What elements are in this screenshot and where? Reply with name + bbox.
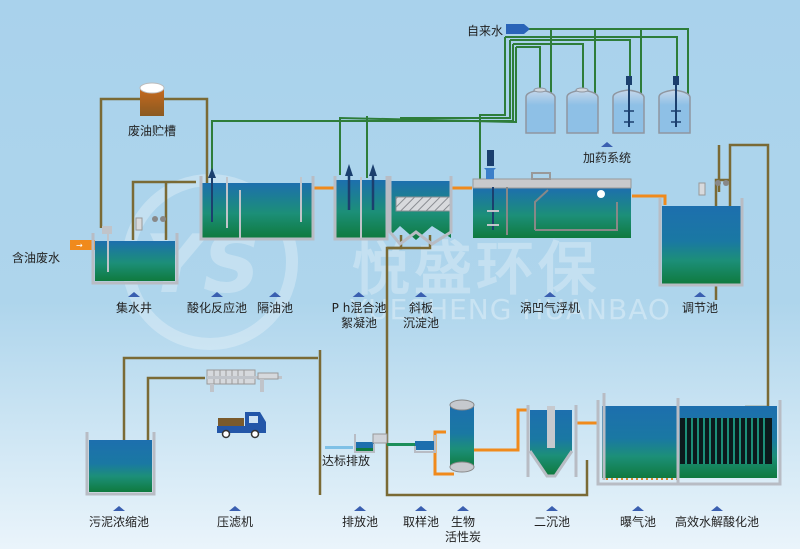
marker-triangle-icon	[228, 506, 241, 511]
tap-water-label: 自来水	[467, 24, 504, 38]
marker-triangle-icon	[631, 506, 644, 511]
unit-label-equalization-tank: 调节池	[682, 292, 718, 316]
marker-triangle-icon	[210, 292, 223, 297]
unit-label-hydrolysis-acidification-tank: 高效水解酸化池	[675, 506, 759, 530]
cavitation-air-flotation-machine	[472, 150, 632, 238]
sludge-thickener-tank	[85, 432, 156, 496]
reagent-pipes	[211, 28, 689, 180]
marker-triangle-icon	[414, 292, 427, 297]
inclined-plate-settler-tank	[388, 176, 453, 247]
bio-activated-carbon-column	[449, 399, 475, 473]
marker-triangle-icon	[353, 506, 366, 511]
unit-label-ph-mixing-tank: P h混合池 絮凝池	[332, 292, 386, 331]
marker-triangle-icon	[268, 292, 281, 297]
filter-press-machine	[206, 369, 282, 392]
marker-triangle-icon	[352, 292, 365, 297]
dosing-tanks	[525, 76, 691, 134]
inlet-pipe	[70, 240, 95, 250]
acidification-oil-separator-tank	[199, 168, 315, 241]
marker-triangle-icon	[545, 506, 558, 511]
dosing-tank-3	[612, 76, 645, 134]
unit-label-discharge-tank: 排放池	[342, 506, 378, 530]
unit-label-collection-well: 集水井	[116, 292, 152, 316]
ph-mix-flocculation-tank	[333, 164, 389, 241]
unit-label-aeration-tank: 曝气池	[620, 506, 656, 530]
aeration-hydrolysis-tank	[596, 393, 782, 486]
marker-triangle-icon	[414, 506, 427, 511]
dosing-tank-4	[658, 76, 691, 134]
marker-triangle-icon	[710, 506, 723, 511]
discharge-sampling-channels	[325, 433, 436, 453]
secondary-clarifier-tank	[526, 405, 578, 478]
marker-triangle-icon	[456, 506, 469, 511]
marker-triangle-icon	[127, 292, 140, 297]
unit-label-inclined-plate-settler: 斜板 沉淀池	[403, 292, 439, 331]
dosing-tank-2	[566, 87, 599, 134]
unit-label-dosing-system: 加药系统	[583, 142, 631, 166]
unit-label-sludge-thickener: 污泥浓缩池	[89, 506, 149, 530]
watermark-company-cn: 悦盛环保	[352, 235, 601, 303]
marker-triangle-icon	[693, 292, 706, 297]
unit-label-bio-activated-carbon: 生物 活性炭	[445, 506, 481, 545]
waste-oil-tank	[139, 82, 165, 116]
marker-triangle-icon	[600, 142, 613, 147]
unit-label-cavitation-flotation: 涡凹气浮机	[520, 292, 580, 316]
tap-water-inlet-icon	[506, 24, 530, 34]
unit-label-oil-separator: 隔油池	[257, 292, 293, 316]
collection-well-tank	[91, 216, 179, 285]
equalization-tank-vessel	[658, 180, 744, 287]
unit-label-sampling-tank: 取样池	[403, 506, 439, 530]
unit-label-acidification-tank: 酸化反应池	[187, 292, 247, 316]
inlet-arrow-icon: →	[76, 241, 83, 250]
unit-label-secondary-clarifier: 二沉池	[534, 506, 570, 530]
dosing-tank-1	[525, 87, 556, 134]
unit-label-filter-press: 压滤机	[217, 506, 253, 530]
inlet-label: 含油废水	[12, 251, 61, 265]
watermark-company-en: YUESHENG HUANBAO	[350, 293, 671, 326]
sludge-truck-icon	[217, 412, 266, 439]
marker-triangle-icon	[112, 506, 125, 511]
waste-oil-tank-label: 废油贮槽	[128, 124, 177, 138]
marker-triangle-icon	[543, 292, 556, 297]
discharge-label: 达标排放	[322, 454, 371, 468]
